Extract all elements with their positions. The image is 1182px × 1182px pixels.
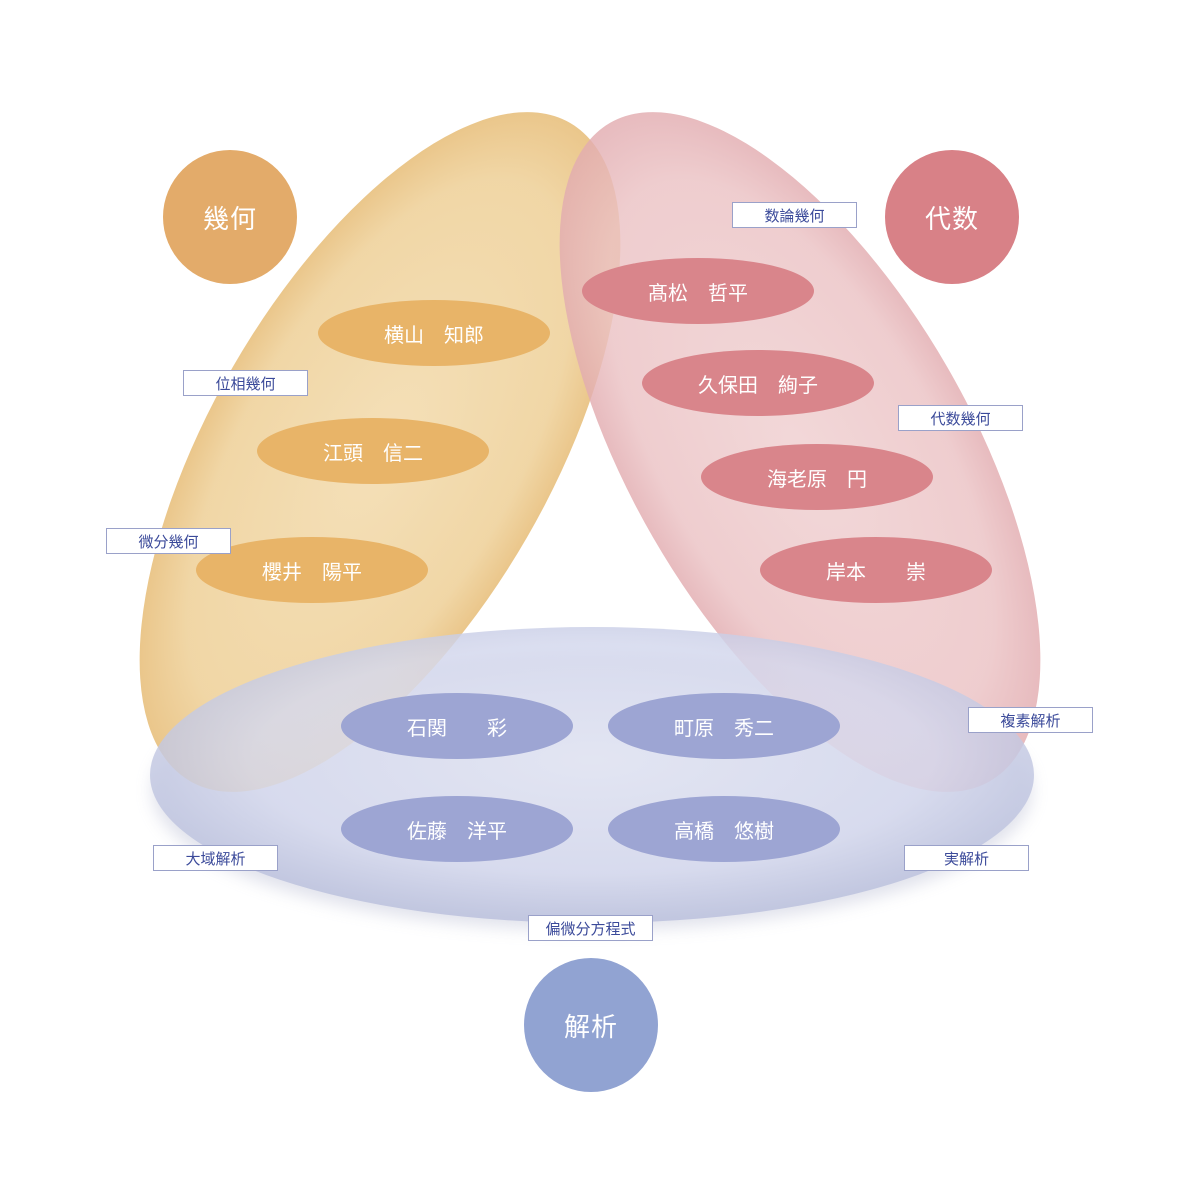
analysis-circle: 解析 <box>524 958 658 1092</box>
member-ebihara: 海老原 円 <box>701 444 933 510</box>
member-machihara: 町原 秀二 <box>608 693 840 759</box>
topic-pde: 偏微分方程式 <box>528 915 653 941</box>
topic-complex-analysis: 複素解析 <box>968 707 1093 733</box>
member-takamatsu: 髙松 哲平 <box>582 258 814 324</box>
topic-number-theoretic-geometry: 数論幾何 <box>732 202 857 228</box>
topic-algebraic-geometry: 代数幾何 <box>898 405 1023 431</box>
member-egashira: 江頭 信二 <box>257 418 489 484</box>
topic-topological-geometry: 位相幾何 <box>183 370 308 396</box>
member-sakurai: 櫻井 陽平 <box>196 537 428 603</box>
member-kubota: 久保田 絢子 <box>642 350 874 416</box>
member-takahashi: 高橋 悠樹 <box>608 796 840 862</box>
analysis-ellipse <box>150 627 1034 923</box>
algebra-circle: 代数 <box>885 150 1019 284</box>
member-ishizeki: 石関 彩 <box>341 693 573 759</box>
member-yokoyama: 横山 知郎 <box>318 300 550 366</box>
topic-differential-geometry: 微分幾何 <box>106 528 231 554</box>
topic-global-analysis: 大域解析 <box>153 845 278 871</box>
geometry-circle: 幾何 <box>163 150 297 284</box>
member-kishimoto: 岸本 崇 <box>760 537 992 603</box>
member-sato: 佐藤 洋平 <box>341 796 573 862</box>
topic-real-analysis: 実解析 <box>904 845 1029 871</box>
